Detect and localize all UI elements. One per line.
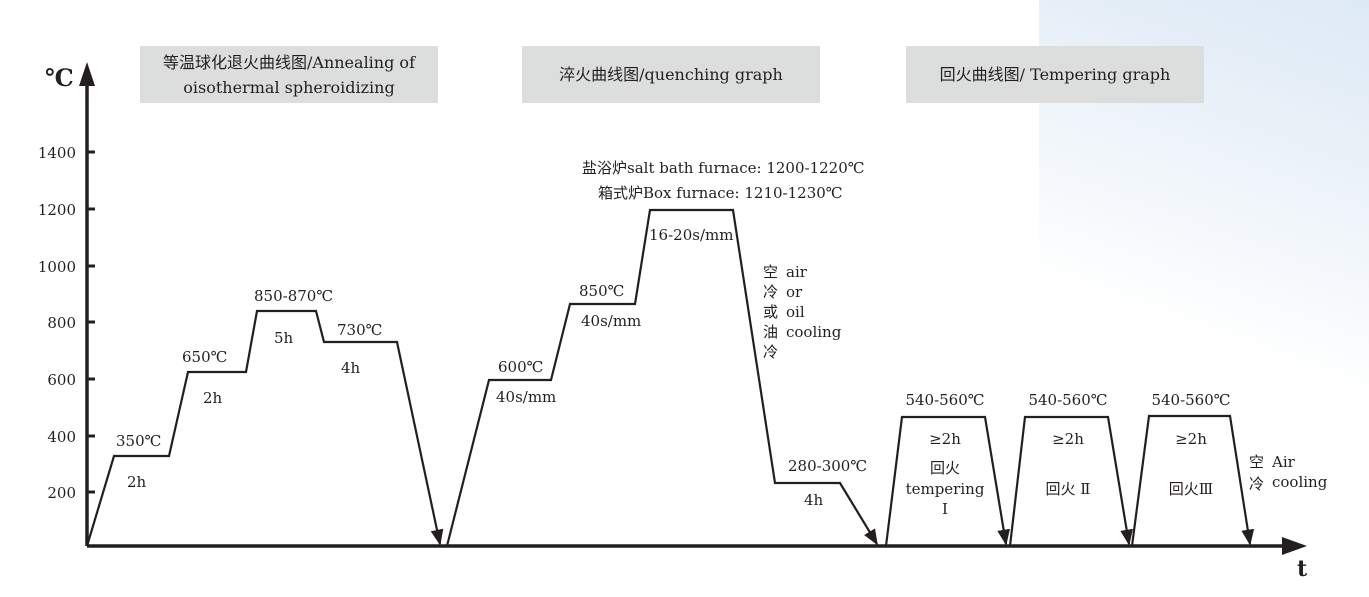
- stage-temp: 850-870℃: [254, 287, 333, 305]
- diagram-label: 油: [763, 323, 778, 341]
- stage-time: ≥2h: [1052, 430, 1084, 448]
- stage-time: ≥2h: [1175, 430, 1207, 448]
- annealing-header: 等温球化退火曲线图/Annealing of oisothermal spher…: [140, 46, 438, 103]
- diagram-label: 空: [763, 263, 778, 281]
- salt-bath-furnace-label: 盐浴炉salt bath furnace: 1200-1220℃: [582, 159, 865, 177]
- diagram-label: oil: [786, 303, 805, 321]
- quenching-header: 淬火曲线图/quenching graph: [522, 46, 820, 103]
- annealing-curve: [85, 309, 444, 547]
- quenching-labels: 盐浴炉salt bath furnace: 1200-1220℃ 箱式炉Box …: [496, 159, 867, 509]
- stage-temp: 540-560℃: [905, 391, 984, 409]
- diagram-label: 回火 Ⅱ: [1046, 480, 1091, 498]
- annealing-labels: 350℃ 2h 650℃ 2h 850-870℃ 5h 730℃ 4h: [116, 287, 382, 491]
- quenching-curve: [445, 208, 878, 547]
- stage-temp: 540-560℃: [1028, 391, 1107, 409]
- diagram-label: I: [942, 500, 948, 518]
- diagram-label: 空: [1249, 453, 1264, 471]
- diagram-label: 回火Ⅲ: [1169, 480, 1213, 498]
- y-tick-label: 200: [47, 484, 76, 502]
- stage-temp: 650℃: [182, 348, 227, 366]
- y-tick-label: 1400: [38, 144, 76, 162]
- quenching-title: 淬火曲线图/quenching graph: [559, 65, 783, 84]
- tempering-curve-3: [1130, 414, 1255, 547]
- stage-rate: 40s/mm: [581, 312, 641, 330]
- diagram-label: 回火: [930, 459, 960, 477]
- diagram-label: 冷: [763, 283, 778, 301]
- tempering-labels: 540-560℃ 540-560℃ 540-560℃ ≥2h ≥2h ≥2h 回…: [905, 391, 1327, 518]
- y-axis-unit: ℃: [45, 63, 74, 92]
- tempering-title: 回火曲线图/ Tempering graph: [939, 65, 1171, 84]
- stage-time: 2h: [127, 473, 147, 491]
- stage-temp: 600℃: [498, 358, 543, 376]
- diagram-label: cooling: [1272, 473, 1328, 491]
- stage-time: 4h: [804, 491, 824, 509]
- diagram-label: 冷: [1249, 475, 1264, 493]
- tempering-curve-2: [1008, 415, 1133, 547]
- stage-temp: 730℃: [337, 321, 382, 339]
- diagram-label: 冷: [763, 343, 778, 361]
- diagram-label: Air: [1271, 453, 1296, 471]
- y-tick-label: 1200: [38, 201, 76, 219]
- stage-time: ≥2h: [929, 430, 961, 448]
- y-tick-label: 600: [47, 371, 76, 389]
- stage-rate: 40s/mm: [496, 388, 556, 406]
- stage-rate: 16-20s/mm: [649, 226, 733, 244]
- y-ticks: 1400 1200 1000 800 600 400 200: [38, 144, 95, 502]
- stage-time: 5h: [274, 329, 294, 347]
- diagram-label: tempering: [906, 480, 985, 498]
- box-furnace-label: 箱式炉Box furnace: 1210-1230℃: [598, 184, 843, 202]
- y-tick-label: 800: [47, 314, 76, 332]
- diagram-label: air: [786, 263, 808, 281]
- stage-time: 4h: [341, 359, 361, 377]
- stage-temp: 850℃: [579, 282, 624, 300]
- annealing-title: 等温球化退火曲线图/Annealing of oisothermal spher…: [163, 52, 415, 97]
- x-axis-label: t: [1297, 556, 1308, 582]
- tempering-header: 回火曲线图/ Tempering graph: [906, 46, 1204, 103]
- y-tick-label: 400: [47, 428, 76, 446]
- stage-temp: 540-560℃: [1151, 391, 1230, 409]
- y-tick-label: 1000: [38, 258, 76, 276]
- diagram-label: or: [786, 283, 803, 301]
- x-axis-arrow-icon: [1282, 537, 1307, 555]
- diagram-label: 或: [763, 303, 778, 321]
- stage-temp: 280-300℃: [788, 457, 867, 475]
- y-axis-arrow-icon: [79, 62, 95, 86]
- diagram-label: cooling: [786, 323, 842, 341]
- tempering-curve-1: [884, 415, 1010, 547]
- stage-time: 2h: [203, 389, 223, 407]
- stage-temp: 350℃: [116, 432, 161, 450]
